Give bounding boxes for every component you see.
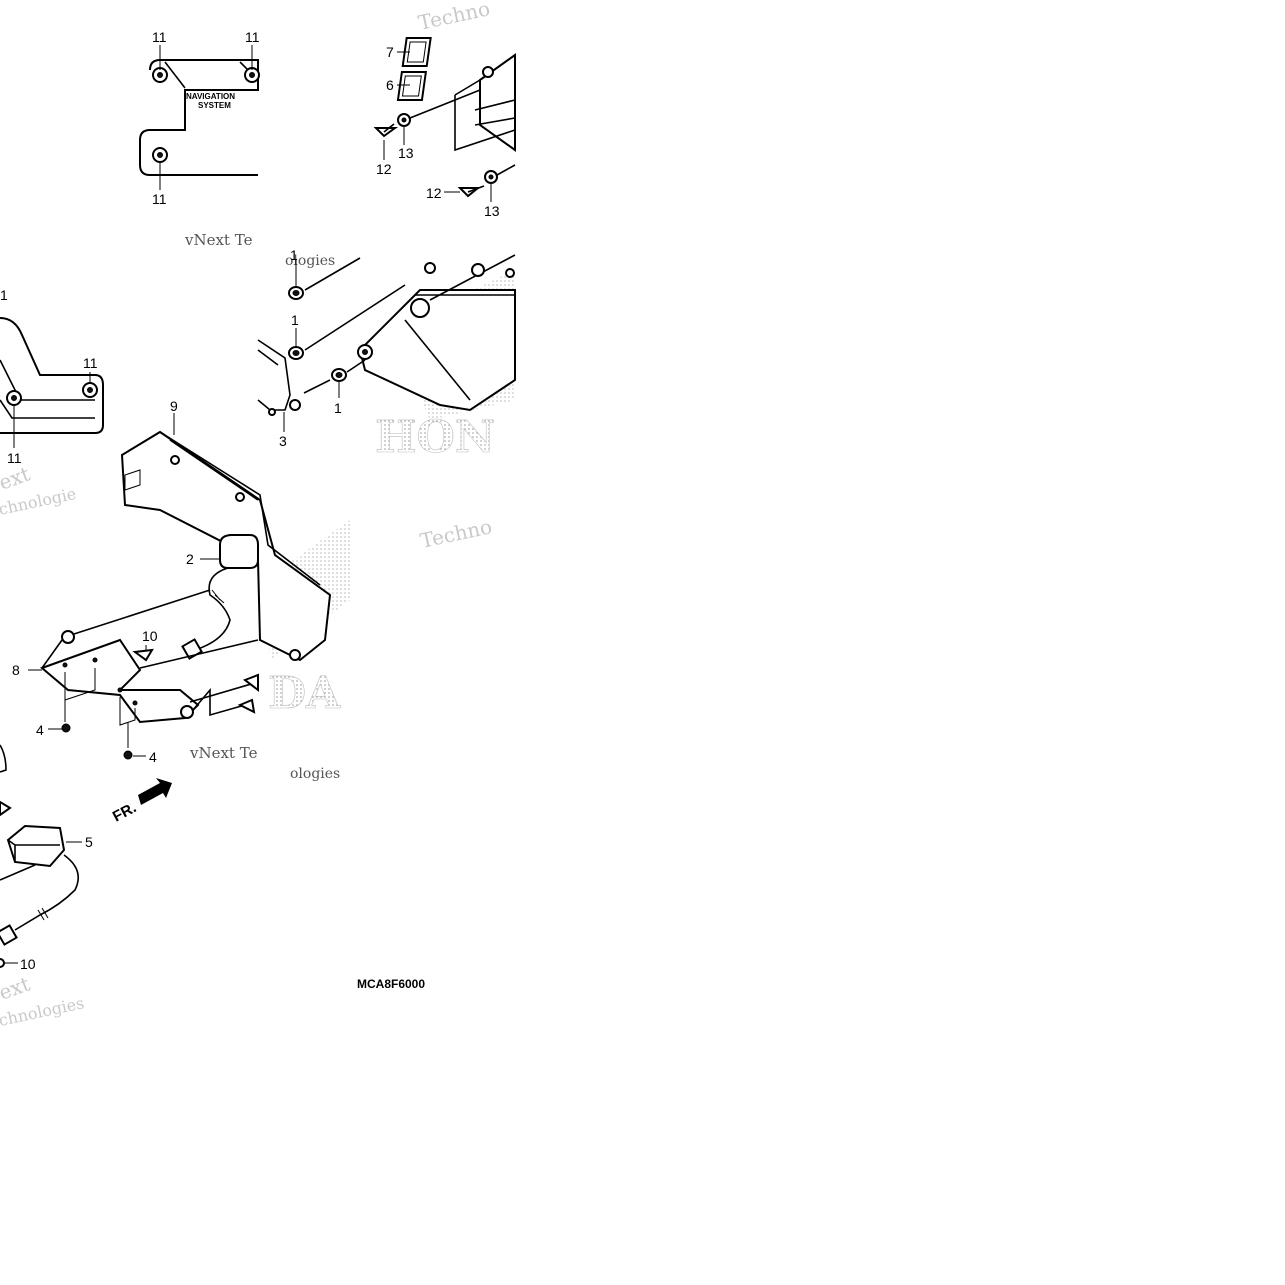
unit-case (257, 254, 516, 432)
grommet-1a (288, 286, 304, 300)
callout-12b: 12 (426, 185, 442, 201)
callout-11b: 11 (245, 29, 260, 45)
gps-antenna-lower (0, 800, 82, 968)
callout-1-top: 1 (0, 287, 8, 303)
sd-cards-and-unit (373, 37, 516, 202)
watermark-ext-left: ext (0, 461, 33, 494)
callout-11c: 11 (152, 191, 167, 207)
cover (120, 413, 332, 662)
watermark-ologies-top: ologies (285, 253, 335, 269)
partial-part-left (0, 744, 7, 773)
brand-text-upper: HON (375, 412, 495, 463)
watermark-vnext-mid: vNext Te (189, 744, 258, 762)
callout-13a: 13 (398, 145, 414, 161)
callout-9: 9 (170, 398, 178, 414)
callout-1a: 1 (290, 247, 298, 263)
callout-11e: 11 (7, 450, 22, 466)
callout-4b: 4 (149, 749, 157, 765)
watermark-ologies-mid: ologies (290, 766, 340, 782)
diagram-code: MCA8F6000 (357, 977, 425, 991)
callout-11d: 11 (83, 355, 98, 371)
callout-1b: 1 (291, 312, 299, 328)
grommet-1b (288, 346, 304, 360)
navigation-bracket: NAVIGATION SYSTEM (139, 45, 260, 190)
watermark-techno-top: Techno (416, 0, 492, 35)
front-arrow-label: FR. (110, 799, 139, 825)
front-direction-arrow: FR. (110, 778, 172, 826)
callout-13b: 13 (484, 203, 500, 219)
side-bracket (0, 317, 104, 448)
callout-6: 6 (386, 77, 394, 93)
grommet-1c (331, 368, 347, 382)
callout-4a: 4 (36, 722, 44, 738)
nav-label-line2: SYSTEM (198, 101, 231, 110)
nav-label-line1: NAVIGATION (186, 92, 235, 101)
callout-11a: 11 (152, 29, 167, 45)
mounting-plate (28, 589, 259, 760)
callout-10a: 10 (142, 628, 158, 644)
callout-5: 5 (85, 834, 93, 850)
gps-antenna-upper (181, 534, 259, 660)
callout-7: 7 (386, 44, 394, 60)
callout-10b: 10 (20, 956, 36, 972)
watermark-techno-mid: Techno (418, 514, 494, 553)
callout-12a: 12 (376, 161, 392, 177)
watermark-ext-bottom: ext (0, 971, 33, 1004)
brand-text-lower: DA (268, 668, 341, 719)
callout-3: 3 (279, 433, 287, 449)
callout-1c: 1 (334, 400, 342, 416)
callout-2: 2 (186, 551, 194, 567)
callout-8: 8 (12, 662, 20, 678)
watermark-vnext-top: vNext Te (184, 231, 253, 249)
